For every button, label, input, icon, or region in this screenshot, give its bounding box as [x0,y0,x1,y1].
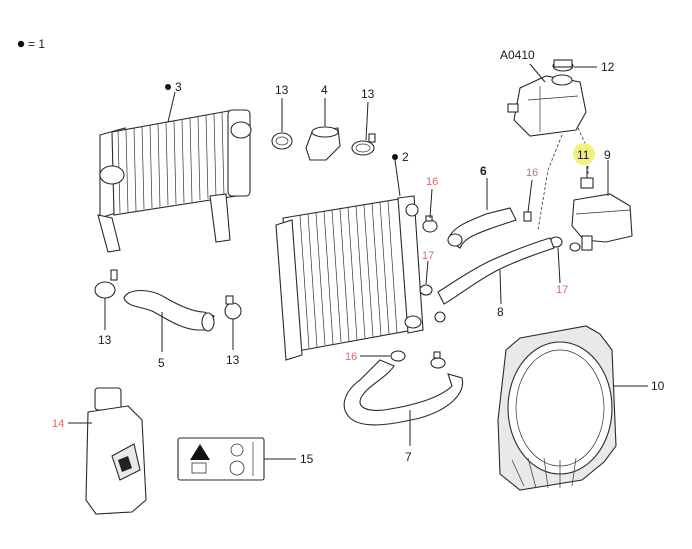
callout-13-top-right: 13 [361,87,375,101]
book-icon [191,462,207,474]
callout-13-lower-right: 13 [226,353,240,367]
coolant-bottle-part [85,387,147,515]
clamp-part [419,284,433,296]
callout-3: 3 [175,80,182,94]
bullet-2-icon [392,154,398,160]
callout-8: 8 [497,305,504,319]
warning-triangle-icon [190,444,210,460]
callout-16-right: 16 [526,167,538,179]
clamp-part [390,350,406,362]
callout-7: 7 [405,450,412,464]
highlight-11-marker [573,143,595,165]
callout-16-bottom: 16 [345,351,357,363]
clamp-part [523,211,532,222]
callout-6: 6 [480,164,487,178]
radiator-part [275,195,446,361]
callout-15: 15 [300,452,314,466]
no-touch-icon [230,443,244,457]
bullet-3-icon [165,84,171,90]
hose-7-part [343,359,464,426]
legend-dot-icon [17,40,25,48]
callout-13-lower-left: 13 [98,333,112,347]
clamp-part [351,133,376,156]
reservoir-9-part [569,193,633,252]
hose-5-part [123,289,215,332]
legend-text: = 1 [28,37,45,51]
cap-12-part [552,59,574,72]
hose-8-part [437,237,555,305]
callout-14: 14 [52,418,64,430]
callout-12: 12 [601,60,615,74]
clamp-part [224,295,242,320]
callout-16-near-radiator: 16 [426,176,438,188]
callout-2: 2 [402,150,409,164]
callout-4: 4 [321,83,328,97]
clamp-part [94,269,118,299]
expansion-tank-part [507,74,587,137]
clamp-part [422,215,438,233]
callout-13-top-left: 13 [275,83,289,97]
sensor-11-part [580,177,594,189]
warning-label-part [177,437,265,481]
fan-shroud-part [497,325,617,491]
clamp-part [430,351,446,369]
callout-11: 11 [577,148,590,162]
callout-17-right: 17 [556,284,568,296]
callout-5: 5 [158,356,165,370]
clamp-part [271,132,293,150]
hose-6-part [447,207,517,249]
hose-4-part [305,126,341,161]
callout-17-left: 17 [422,250,434,262]
reference-code: A0410 [500,48,535,62]
callout-9: 9 [604,148,611,162]
intercooler-part [97,109,252,253]
fan-icon [229,460,245,476]
callout-10: 10 [651,379,665,393]
